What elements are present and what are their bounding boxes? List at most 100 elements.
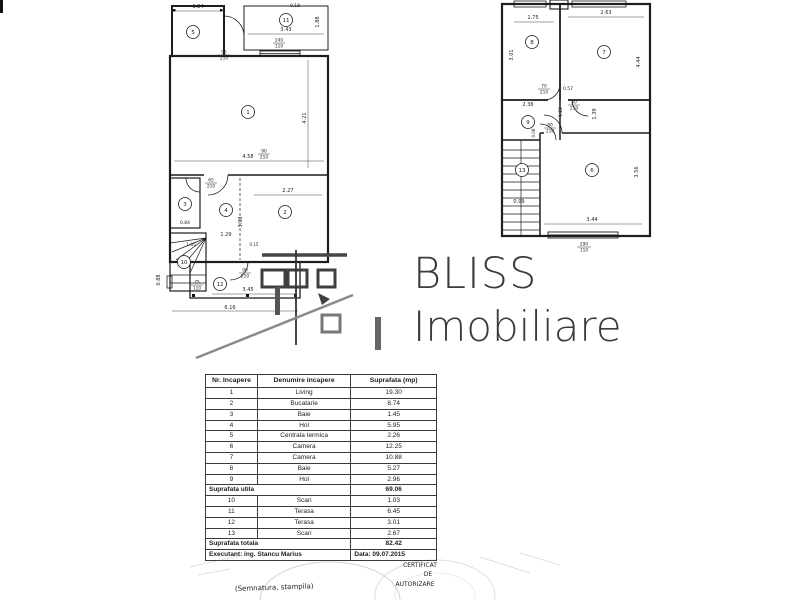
stamp-circle-inner — [394, 572, 476, 600]
table-row: 7 Camera 10.88 — [205, 451, 437, 464]
cell-area: 5.27 — [350, 462, 437, 475]
cell-area: 10.88 — [350, 451, 437, 464]
dim-label: 1.22 — [558, 107, 564, 117]
cell-area: 6.45 — [350, 505, 437, 518]
dim-label: 4.44 — [636, 56, 642, 67]
dim-label: 1.75 — [527, 15, 538, 21]
room-area-table: Nr. Incapere Denumire incapere Suprafata… — [204, 373, 437, 561]
table-row: 12 Terasa 3.01 — [205, 516, 437, 529]
dimension-lines — [514, 16, 644, 225]
signature-label: (Semnatura, stampila) — [235, 582, 314, 593]
cell-name: Terasa — [256, 505, 352, 518]
room-circles — [177, 13, 293, 291]
stamp-line1: CERTIFICAT — [403, 562, 437, 569]
dim-label: 0.08 — [531, 128, 536, 137]
dim-label: 2.27 — [282, 188, 293, 194]
dim-label: 1.88 — [315, 16, 321, 27]
door-size: 90 — [261, 149, 267, 155]
door-size: 210 — [540, 90, 548, 96]
dim-label: 3.45 — [242, 287, 253, 293]
footer-row: Executant: ing. Stancu Marius Data: 09.0… — [204, 549, 437, 561]
cell-nr: 11 — [205, 505, 258, 518]
date: Data: 09.07.2015 — [350, 549, 437, 561]
cell-nr: 2 — [205, 397, 258, 410]
cell-area: 2.26 — [350, 430, 437, 443]
cell-area: 5.95 — [350, 419, 437, 432]
cell-name: Scari — [256, 495, 352, 507]
room-number: 1 — [246, 110, 250, 116]
room-number: 9 — [526, 120, 530, 126]
stairs-walls — [169, 232, 207, 292]
table-row: 2 Bucatarie 8.74 — [205, 397, 437, 410]
door-arc-room7 — [571, 99, 589, 117]
stamp-circle-outer — [259, 561, 401, 600]
bath-walls — [169, 177, 201, 229]
dim-label: 4.21 — [302, 112, 308, 123]
cell-name: Camera — [256, 451, 352, 464]
dim-label: 3.56 — [634, 166, 640, 177]
dim-label: 0.57 — [563, 86, 573, 92]
stamp-circle-2 — [374, 559, 496, 600]
door-arc-room8 — [543, 83, 561, 101]
cell-area: 1.45 — [350, 408, 437, 421]
door-size: 210 — [220, 56, 228, 62]
window-size: 110 — [580, 248, 588, 254]
door-arc-entry — [229, 261, 249, 281]
dim-label: 0.84 — [180, 220, 190, 226]
room-number: 7 — [602, 50, 606, 56]
door-arc-living — [207, 174, 229, 196]
room-number: 10 — [181, 260, 188, 266]
stair-treads — [502, 140, 540, 235]
dim-label: 1.29 — [220, 232, 231, 238]
scan-edge-artifact — [0, 0, 3, 13]
door-size: 210 — [241, 274, 249, 280]
table-row: 1 Living 19.30 — [205, 387, 437, 399]
cell-nr: 9 — [205, 473, 258, 486]
cell-name: Bucatarie — [256, 397, 352, 410]
door-arc-top — [223, 15, 245, 37]
table-row: 6 Camera 12.25 — [205, 441, 437, 453]
dim-label: 2.36 — [522, 102, 533, 108]
ground-floor-plan: 5 11 1 3 4 2 10 12 1.24 0.18 3.43 1.88 4… — [156, 3, 330, 312]
outer-walls — [500, 2, 652, 238]
cell-nr: 6 — [205, 441, 258, 453]
header-name: Denumire incapere — [256, 373, 352, 389]
upper-floor-plan: 8 7 9 6 13 1.75 2.63 3.01 4.44 0.57 2.36… — [500, 0, 652, 254]
bliss-imobiliare-logo: BLISS Imobiliare — [195, 249, 622, 360]
cell-area: 19.30 — [350, 387, 437, 399]
dim-label: 0.15 — [250, 242, 259, 247]
dim-label: 3.93 — [238, 216, 244, 227]
stair-treads — [169, 237, 207, 284]
window-size: 110 — [275, 44, 283, 50]
cell-nr: 3 — [205, 408, 258, 421]
table-header-row: Nr. Incapere Denumire incapere Suprafata… — [205, 373, 437, 389]
cell-area: 1.03 — [350, 495, 437, 507]
stamp-scribbles — [189, 552, 561, 576]
door-arc-room9 — [539, 123, 557, 141]
door-size: 210 — [260, 155, 268, 161]
subtotal-row: Suprafata utila 69.06 — [204, 484, 437, 497]
door-size: 210 — [546, 129, 554, 135]
door-size: 80 — [571, 100, 577, 106]
window-bottom — [547, 231, 619, 239]
dimension-lines — [172, 10, 324, 312]
cell-name: Scari — [256, 527, 352, 540]
fraction-bars — [538, 88, 591, 248]
room-number: 6 — [590, 168, 594, 174]
room-circles — [515, 35, 611, 177]
cell-nr: 1 — [205, 387, 258, 399]
cell-area: 2.96 — [350, 473, 437, 486]
cell-name: Living — [256, 387, 352, 399]
dim-label: 3.44 — [586, 217, 597, 223]
room-number: 11 — [283, 18, 290, 24]
stamp-line2: DE — [424, 571, 433, 578]
cell-name: Centrala termica — [256, 430, 352, 443]
table-row: 8 Baie 5.27 — [205, 462, 437, 475]
door-size: 210 — [207, 184, 215, 190]
executant: Executant: ing. Stancu Marius — [204, 549, 352, 561]
terrace11-walls — [243, 5, 329, 51]
porch-walls — [189, 261, 301, 299]
cell-area: 3.01 — [350, 516, 437, 529]
room-number: 13 — [519, 168, 526, 174]
window-size: 240 — [275, 38, 283, 44]
